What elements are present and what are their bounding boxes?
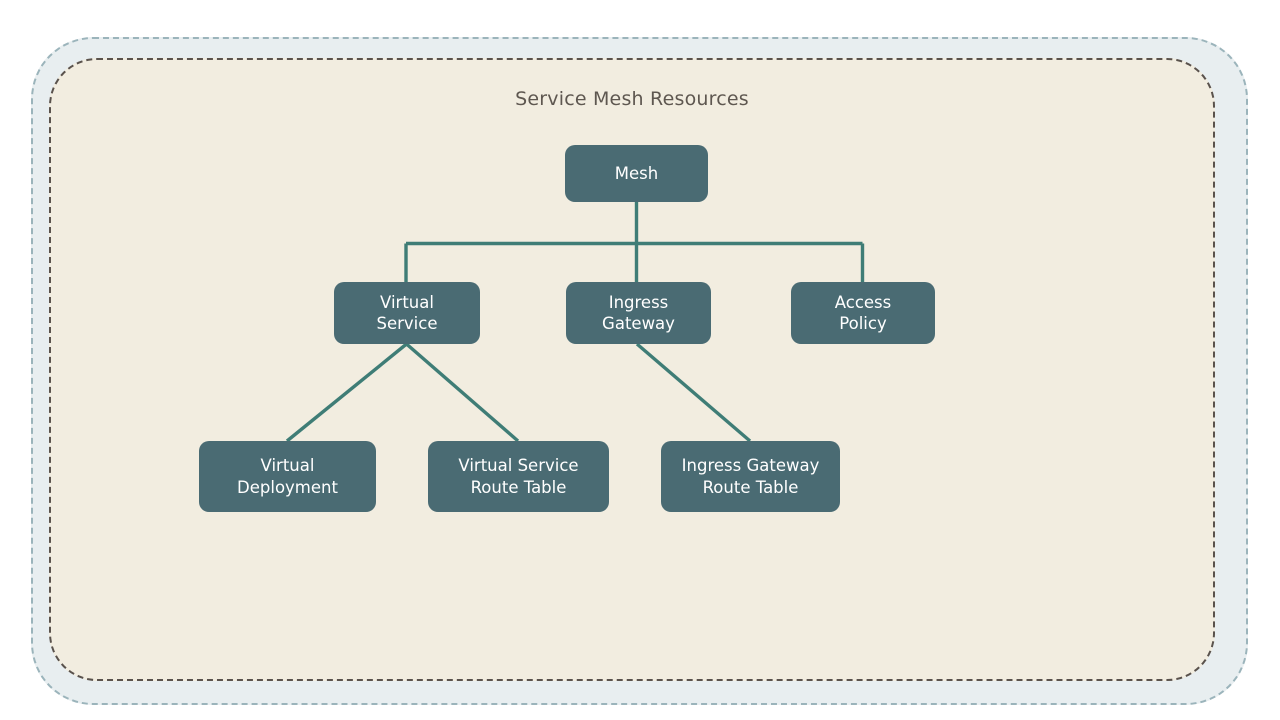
node-ingress-gateway-route-table[interactable]: Ingress Gateway Route Table [661, 441, 840, 512]
node-ingress-gateway-label: Ingress Gateway [602, 292, 675, 333]
node-virtual-service-route-table[interactable]: Virtual Service Route Table [428, 441, 609, 512]
node-virtual-service-label: Virtual Service [376, 292, 438, 333]
node-mesh[interactable]: Mesh [565, 145, 708, 202]
node-mesh-label: Mesh [614, 163, 659, 183]
node-virtual-deployment-label: Virtual Deployment [237, 456, 338, 497]
node-virtual-service[interactable]: Virtual Service [334, 282, 480, 344]
diagram-title: Service Mesh Resources [515, 88, 749, 110]
node-ingress-gateway[interactable]: Ingress Gateway [566, 282, 711, 344]
node-access-policy-label: Access Policy [834, 292, 892, 333]
node-ingress-gateway-route-table-label: Ingress Gateway Route Table [681, 456, 820, 497]
node-virtual-deployment[interactable]: Virtual Deployment [199, 441, 376, 512]
node-virtual-service-route-table-label: Virtual Service Route Table [458, 456, 579, 497]
node-access-policy[interactable]: Access Policy [791, 282, 935, 344]
